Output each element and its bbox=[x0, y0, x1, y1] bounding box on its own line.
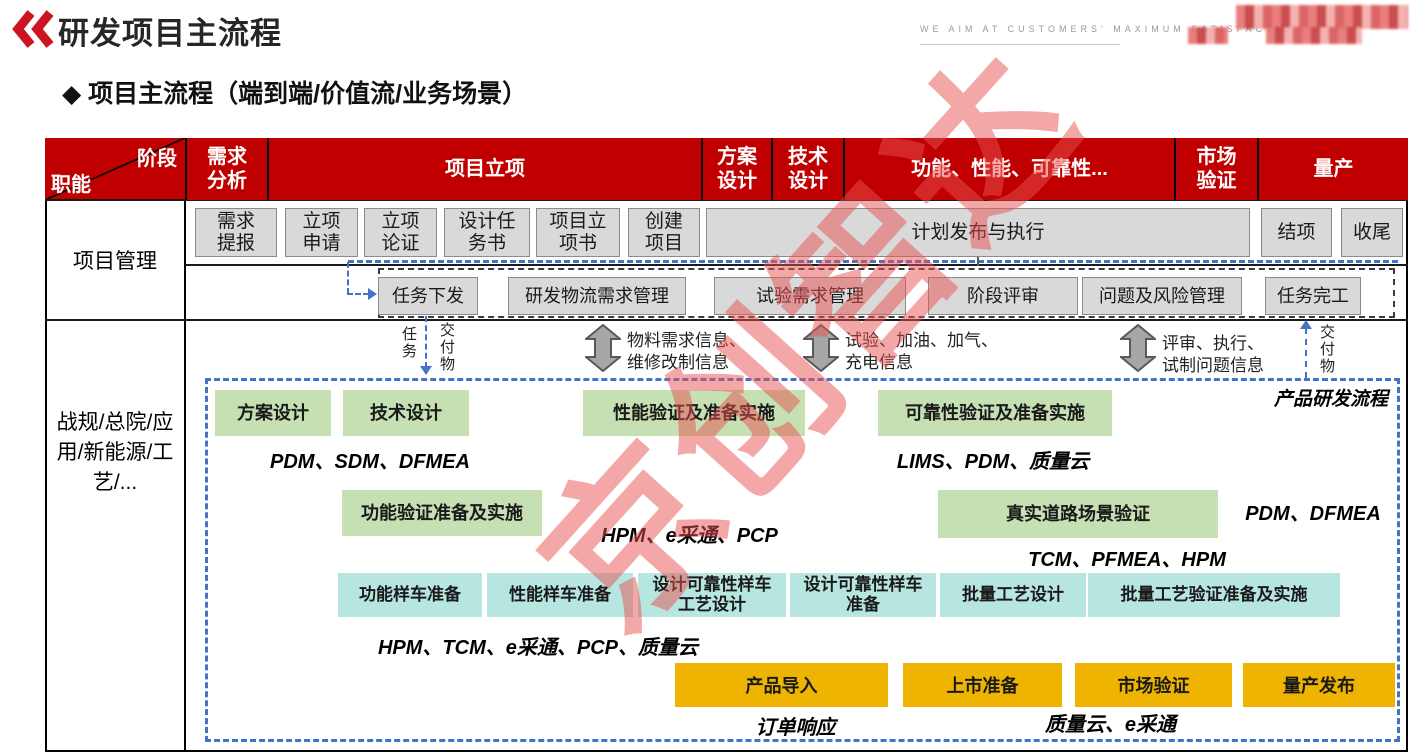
flow-box-green: 方案设计 bbox=[215, 390, 331, 436]
column-divider bbox=[184, 200, 186, 752]
double-arrow-icon bbox=[1118, 323, 1158, 373]
system-label: LIMS、PDM、质量云 bbox=[896, 450, 1090, 473]
flow-box-cyan: 设计可靠性样车 准备 bbox=[790, 573, 936, 617]
header-bottom-border bbox=[45, 199, 1408, 201]
task-vertical-label: 任务 bbox=[400, 326, 417, 360]
flow-box-cyan: 性能样车准备 bbox=[487, 573, 633, 617]
pm-task-box: 问题及风险管理 bbox=[1082, 277, 1242, 315]
system-label: 订单响应 bbox=[755, 716, 836, 739]
row-label-departments: 战规/总院/应用/新能源/工艺/... bbox=[56, 411, 174, 494]
stage-header-cell: 市场 验证 bbox=[1174, 138, 1257, 200]
double-chevron-icon bbox=[12, 10, 56, 53]
pm-process-box: 设计任 务书 bbox=[444, 208, 530, 257]
deliverable-up-line bbox=[1305, 328, 1307, 378]
tagline-underline bbox=[920, 44, 1120, 45]
corner-stage-label: 阶段 bbox=[137, 148, 177, 170]
flow-box-green: 功能验证准备及实施 bbox=[342, 490, 542, 536]
flow-box-orange: 产品导入 bbox=[675, 663, 888, 707]
corner-role-label: 职能 bbox=[51, 174, 91, 196]
system-label: TCM、PFMEA、HPM bbox=[1028, 548, 1226, 571]
flow-box-green: 技术设计 bbox=[343, 390, 469, 436]
row-divider bbox=[45, 319, 1408, 321]
pm-process-box: 创建 项目 bbox=[628, 208, 700, 257]
double-arrow-icon bbox=[801, 323, 841, 373]
flow-box-cyan: 功能样车准备 bbox=[338, 573, 482, 617]
pm-task-box: 研发物流需求管理 bbox=[508, 277, 686, 315]
system-label: HPM、TCM、e采通、PCP、质量云 bbox=[377, 636, 698, 659]
pm-process-box: 收尾 bbox=[1341, 208, 1403, 257]
flow-box-orange: 量产发布 bbox=[1243, 663, 1395, 707]
flow-box-green: 真实道路场景验证 bbox=[938, 490, 1218, 538]
flow-box-cyan: 批量工艺验证准备及实施 bbox=[1088, 573, 1340, 617]
flow-box-cyan: 设计可靠性样车 工艺设计 bbox=[638, 573, 786, 617]
section-title: ◆ 项目主流程（端到端/价值流/业务场景） bbox=[62, 80, 528, 108]
row-label-project-management: 项目管理 bbox=[73, 250, 157, 273]
pm-task-box: 阶段评审 bbox=[928, 277, 1078, 315]
pm-task-box: 任务完工 bbox=[1265, 277, 1361, 315]
deliverable-left-label: 交付物 bbox=[438, 322, 455, 373]
task-dispatch-elbow-h bbox=[347, 293, 369, 295]
stage-header-cell: 量产 bbox=[1257, 138, 1408, 200]
corner-cell: 阶段 职能 bbox=[45, 138, 185, 200]
flow-box-green: 性能验证及准备实施 bbox=[583, 390, 805, 436]
system-label: HPM、e采通、PCP bbox=[601, 524, 778, 547]
system-label: PDM、SDM、DFMEA bbox=[270, 450, 470, 473]
redacted-logo-fragment bbox=[1266, 27, 1362, 44]
deliverable-up-arrowhead bbox=[1300, 320, 1312, 329]
task-dispatch-elbow-v bbox=[347, 262, 349, 294]
pm-process-box: 计划发布与执行 bbox=[706, 208, 1250, 257]
flow-box-orange: 市场验证 bbox=[1075, 663, 1232, 707]
product-rd-flow-container bbox=[205, 378, 1400, 742]
page-title: 研发项目主流程 bbox=[58, 16, 282, 51]
task-down-arrowhead bbox=[420, 366, 432, 375]
redacted-logo bbox=[1236, 5, 1408, 29]
product-rd-flow-title: 产品研发流程 bbox=[1273, 389, 1388, 410]
pm-process-box: 立项 论证 bbox=[364, 208, 437, 257]
flow-box-green: 可靠性验证及准备实施 bbox=[878, 390, 1112, 436]
plan-connector bbox=[977, 257, 979, 266]
pm-task-box: 任务下发 bbox=[378, 277, 478, 315]
task-dispatch-arrowhead bbox=[368, 288, 377, 300]
pm-inner-divider bbox=[185, 264, 1408, 266]
test-info-label: 试验、加油、加气、 充电信息 bbox=[845, 331, 998, 373]
stage-header-cell: 方案 设计 bbox=[701, 138, 771, 200]
task-down-line bbox=[425, 316, 427, 368]
stage-header-cell: 技术 设计 bbox=[771, 138, 843, 200]
system-label: 质量云、e采通 bbox=[1044, 713, 1177, 736]
stage-header-cell: 功能、性能、可靠性... bbox=[843, 138, 1174, 200]
tagline: WE AIM AT CUSTOMERS' MAXIMUM SATISFACTIO bbox=[920, 24, 1294, 34]
pm-task-box: 试验需求管理 bbox=[714, 277, 906, 315]
stage-header-cell: 项目立项 bbox=[267, 138, 701, 200]
double-arrow-icon bbox=[583, 323, 623, 373]
material-info-label: 物料需求信息、 维修改制信息 bbox=[627, 331, 746, 373]
deliverable-right-label: 交付物 bbox=[1318, 324, 1335, 375]
pm-process-box: 需求 提报 bbox=[195, 208, 277, 257]
pm-process-box: 结项 bbox=[1261, 208, 1332, 257]
pm-process-box: 项目立 项书 bbox=[536, 208, 620, 257]
stage-header-cell: 需求 分析 bbox=[185, 138, 267, 200]
blue-bus-line bbox=[348, 260, 1398, 263]
review-info-label: 评审、执行、 试制问题信息 bbox=[1162, 334, 1264, 376]
flow-box-orange: 上市准备 bbox=[903, 663, 1062, 707]
flow-box-cyan: 批量工艺设计 bbox=[940, 573, 1086, 617]
redacted-logo-fragment bbox=[1188, 27, 1228, 44]
system-label: PDM、DFMEA bbox=[1245, 502, 1381, 525]
pm-process-box: 立项 申请 bbox=[285, 208, 358, 257]
